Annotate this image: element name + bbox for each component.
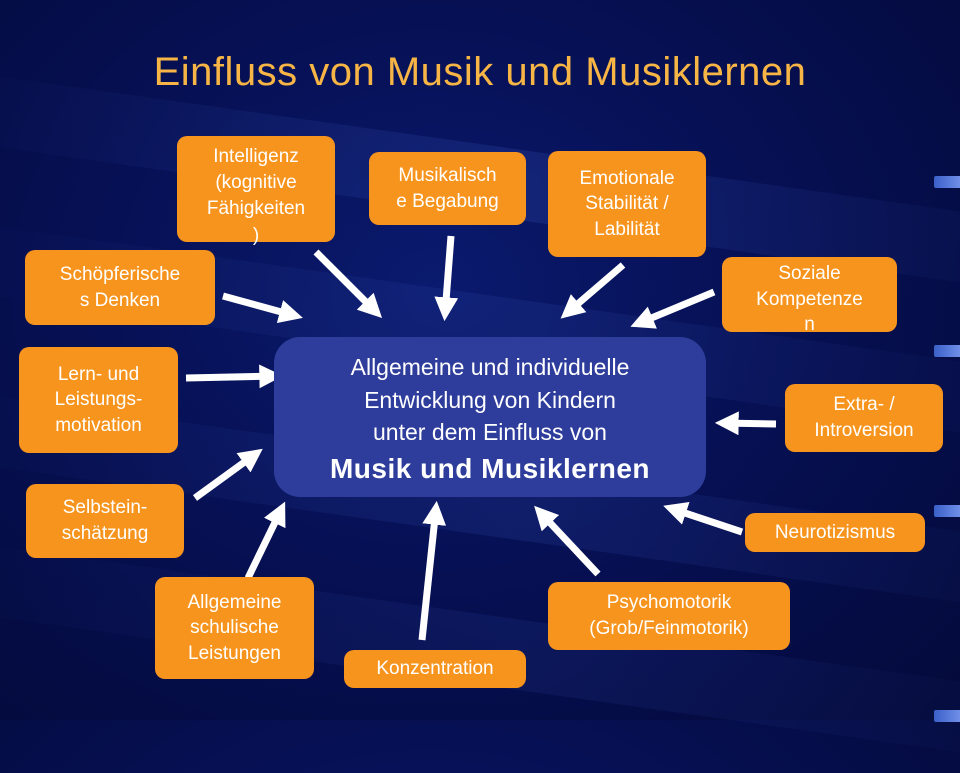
factor-allgemeine: Allgemeine schulische Leistungen	[155, 577, 314, 679]
factor-intelligenz: Intelligenz (kognitive Fähigkeiten )	[177, 136, 335, 246]
arrow-psycho	[534, 505, 601, 577]
arrows-layer	[185, 235, 777, 641]
arrow-lern	[185, 364, 284, 389]
factor-soziale: Soziale Kompetenze n	[722, 257, 897, 335]
factor-selbst: Selbstein- schätzung	[26, 484, 184, 558]
arrow-intelligenz	[313, 249, 383, 319]
arrow-neuro	[663, 501, 744, 536]
arrow-emotionale	[560, 262, 626, 319]
factor-extra: Extra- / Introversion	[785, 384, 943, 452]
factor-emotionale: Emotionale Stabilität / Labilität	[548, 151, 706, 257]
central-topic-box: Allgemeine und individuelle Entwicklung …	[274, 337, 706, 497]
arrow-selbst	[192, 448, 263, 501]
arrow-extra	[714, 411, 777, 436]
center-line-3: unter dem Einfluss von	[373, 419, 607, 446]
factor-konzentration: Konzentration	[344, 650, 526, 688]
arrow-soziale	[630, 288, 716, 329]
factor-psycho: Psychomotorik (Grob/Feinmotorik)	[548, 582, 790, 650]
center-line-1: Allgemeine und individuelle	[350, 354, 630, 380]
factor-lern: Lern- und Leistungs- motivation	[19, 347, 178, 453]
factor-schoepferisch: Schöpferische s Denken	[25, 250, 215, 325]
arrow-musikalisch	[434, 235, 459, 322]
center-line-4: Musik und Musiklernen	[329, 452, 651, 484]
center-line-2: Entwicklung von Kindern	[364, 386, 616, 413]
page-title: Einfluss von Musik und Musiklernen	[153, 50, 807, 94]
factor-musikalisch: Musikalisch e Begabung	[369, 152, 526, 225]
arrow-schoepferisch	[222, 292, 303, 324]
factor-neuro: Neurotizismus	[745, 513, 925, 552]
arrow-konzentration	[418, 500, 447, 641]
arrow-allgemeine	[244, 501, 286, 580]
